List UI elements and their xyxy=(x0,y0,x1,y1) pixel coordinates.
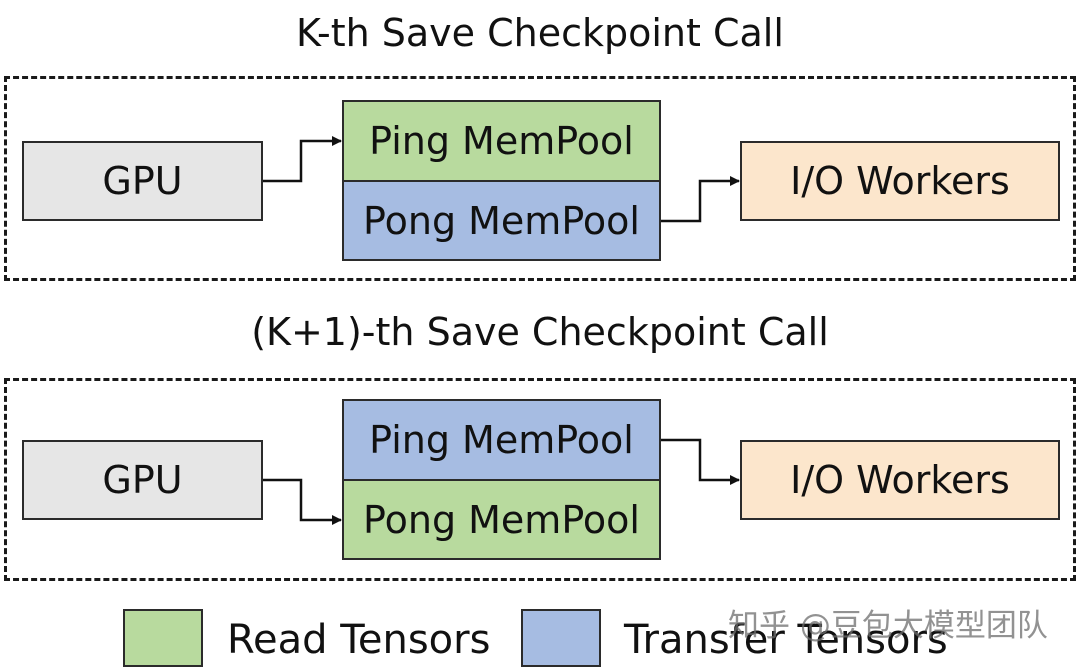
panel-k1-title: (K+1)-th Save Checkpoint Call xyxy=(251,310,829,354)
legend-read-swatch xyxy=(123,609,203,667)
panel-k1-io-workers: I/O Workers xyxy=(740,440,1060,520)
panel-k1-ping-mempool: Ping MemPool xyxy=(342,399,661,481)
legend-transfer-label: Transfer Tensors xyxy=(624,617,948,663)
panel-k-pong-mempool: Pong MemPool xyxy=(342,180,661,261)
panel-k-gpu-box: GPU xyxy=(22,141,263,221)
legend-read-label: Read Tensors xyxy=(227,617,491,663)
panel-k1-pong-mempool: Pong MemPool xyxy=(342,479,661,560)
panel-k1-frame xyxy=(4,378,1076,581)
panel-k-title: K-th Save Checkpoint Call xyxy=(296,11,784,55)
panel-k-frame xyxy=(4,76,1076,281)
legend-transfer-swatch xyxy=(521,609,601,667)
panel-k-io-workers: I/O Workers xyxy=(740,141,1060,221)
panel-k-ping-mempool: Ping MemPool xyxy=(342,100,661,182)
watermark-text: 知乎 @豆包大模型团队 xyxy=(728,608,1048,644)
panel-k1-gpu-box: GPU xyxy=(22,440,263,520)
